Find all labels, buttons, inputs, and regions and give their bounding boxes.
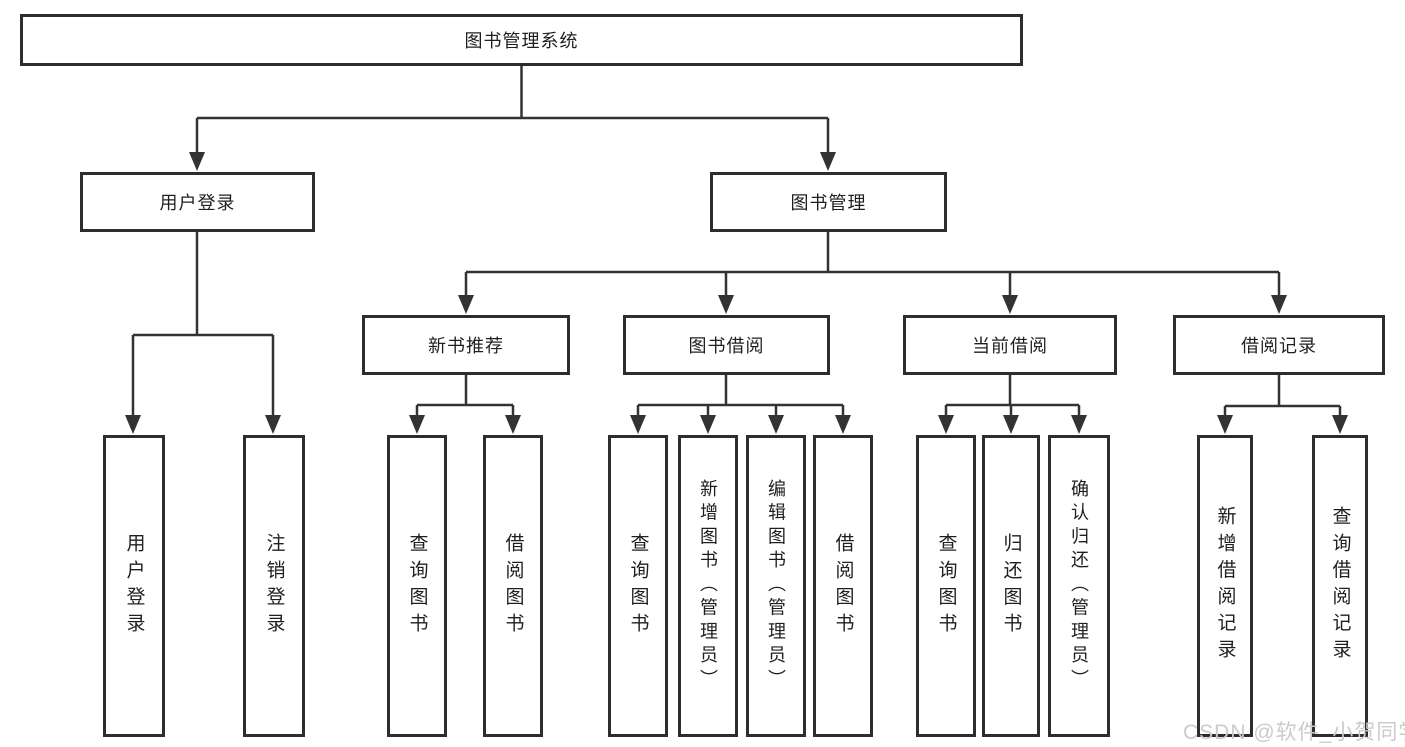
leaf-query-books-2: 查询图书	[608, 435, 668, 737]
node-user-login: 用户登录	[80, 172, 315, 232]
node-current-borrowing: 当前借阅	[903, 315, 1117, 375]
node-label: 归还图书	[1000, 532, 1022, 640]
csdn-watermark: CSDN @软件_小贺同学	[1183, 721, 1405, 744]
leaf-add-borrow-record: 新增借阅记录	[1197, 435, 1253, 737]
node-borrowing-records: 借阅记录	[1173, 315, 1385, 375]
node-label: 查询借阅记录	[1329, 506, 1351, 666]
node-label: 查询图书	[406, 532, 428, 640]
leaf-query-borrow-record: 查询借阅记录	[1312, 435, 1368, 737]
node-label: 用户登录	[159, 193, 236, 213]
node-label: 新增借阅记录	[1214, 506, 1236, 666]
node-label: 图书管理系统	[464, 31, 579, 51]
leaf-return-books: 归还图书	[982, 435, 1040, 737]
leaf-user-login: 用户登录	[103, 435, 165, 737]
leaf-borrow-books-1: 借阅图书	[483, 435, 543, 737]
node-label: 借阅记录	[1241, 336, 1317, 356]
node-label: 借阅图书	[832, 532, 854, 640]
node-label: 新增图书（管理员）	[698, 479, 718, 693]
leaf-query-books-1: 查询图书	[387, 435, 447, 737]
node-new-book-recommendation: 新书推荐	[362, 315, 570, 375]
node-label: 查询图书	[627, 532, 649, 640]
node-label: 图书管理	[790, 193, 867, 213]
arrowheads	[125, 152, 1348, 434]
node-library-management-system: 图书管理系统	[20, 14, 1023, 66]
leaf-add-book-admin: 新增图书（管理员）	[678, 435, 738, 737]
leaf-logout: 注销登录	[243, 435, 305, 737]
node-label: 查询图书	[935, 532, 957, 640]
node-label: 编辑图书（管理员）	[766, 479, 786, 693]
leaf-edit-book-admin: 编辑图书（管理员）	[746, 435, 806, 737]
node-label: 用户登录	[123, 532, 145, 640]
leaf-borrow-books-2: 借阅图书	[813, 435, 873, 737]
tree-edges	[131, 66, 1342, 418]
node-label: 新书推荐	[428, 336, 504, 356]
leaf-confirm-return-admin: 确认归还（管理员）	[1048, 435, 1110, 737]
node-label: 当前借阅	[972, 336, 1048, 356]
node-label: 借阅图书	[502, 532, 524, 640]
node-label: 图书借阅	[688, 336, 765, 356]
node-book-management: 图书管理	[710, 172, 947, 232]
node-book-borrowing: 图书借阅	[623, 315, 830, 375]
leaf-query-books-3: 查询图书	[916, 435, 976, 737]
node-label: 确认归还（管理员）	[1069, 479, 1089, 693]
node-label: 注销登录	[263, 532, 285, 640]
